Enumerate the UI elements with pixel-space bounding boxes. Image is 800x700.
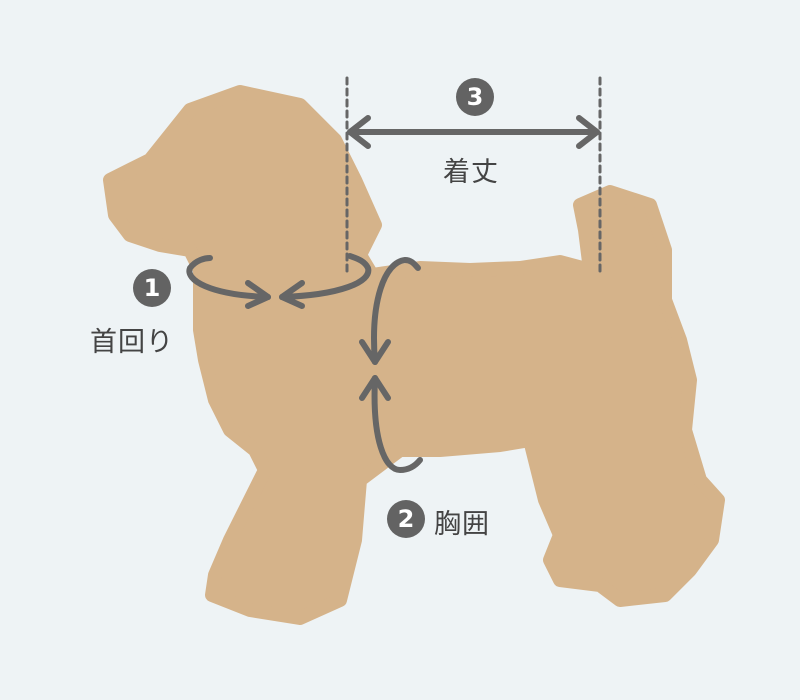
dog-silhouette [103,85,725,625]
length-arrow [347,115,600,149]
chest-arrow [359,257,423,473]
length-label: 着丈 [443,157,499,188]
number-badge-1: 1 [133,269,171,307]
number-badge-3: 3 [456,78,494,116]
number-badge-2: 2 [387,500,425,538]
neck-label: 首回り [90,327,174,358]
neck-arrow [186,253,372,309]
chest-label: 胸囲 [434,509,490,540]
